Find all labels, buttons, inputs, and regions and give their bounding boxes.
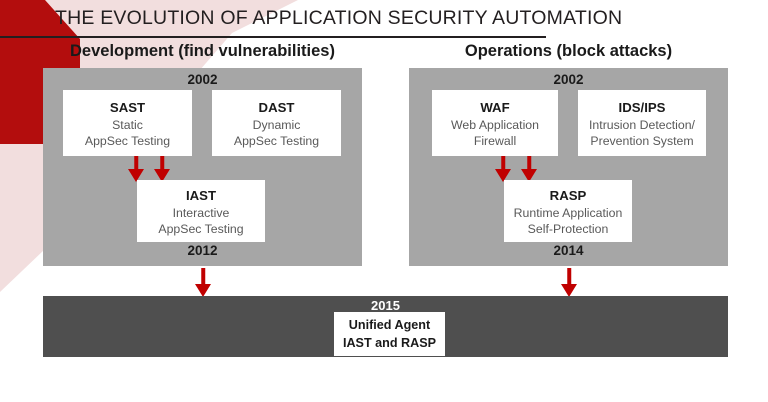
box-unified-agent[interactable]: Unified Agent IAST and RASP <box>334 312 445 356</box>
year-label-development-top: 2002 <box>187 72 218 87</box>
box-iast[interactable]: IAST Interactive AppSec Testing <box>137 180 265 242</box>
panel-operations: 2002 WAF Web Application Firewall IDS/IP… <box>409 68 728 266</box>
box-dast-line2: AppSec Testing <box>233 133 320 148</box>
box-sast-line1: Static <box>112 117 143 132</box>
box-waf[interactable]: WAF Web Application Firewall <box>432 90 558 156</box>
box-iast-line2: AppSec Testing <box>158 221 244 236</box>
box-ids-ips-acronym: IDS/IPS <box>618 99 666 115</box>
box-rasp-line1: Runtime Application <box>513 205 623 220</box>
arrow-sast-to-iast <box>127 156 145 182</box>
arrow-waf-to-rasp <box>494 156 512 182</box>
box-ids-ips[interactable]: IDS/IPS Intrusion Detection/ Prevention … <box>578 90 706 156</box>
panel-development: 2002 SAST Static AppSec Testing DAST Dyn… <box>43 68 362 266</box>
column-heading-operations: Operations (block attacks) <box>464 42 673 60</box>
arrow-dast-to-iast <box>153 156 171 182</box>
box-waf-line1: Web Application <box>451 117 539 132</box>
box-iast-line1: Interactive <box>172 205 230 220</box>
page-title: THE EVOLUTION OF APPLICATION SECURITY AU… <box>55 7 623 29</box>
box-unified-agent-line1: Unified Agent <box>348 318 431 332</box>
box-waf-line2: Firewall <box>473 133 517 148</box>
panel-unified: 2015 Unified Agent IAST and RASP <box>43 296 728 357</box>
box-unified-agent-line2: IAST and RASP <box>342 336 437 350</box>
year-label-development-bottom: 2012 <box>187 243 218 258</box>
arrow-operations-to-unified <box>560 268 578 298</box>
arrow-ids-ips-to-rasp <box>520 156 538 182</box>
box-sast[interactable]: SAST Static AppSec Testing <box>63 90 192 156</box>
box-rasp-line2: Self-Protection <box>527 221 609 236</box>
box-dast-line1: Dynamic <box>252 117 301 132</box>
box-dast-acronym: DAST <box>258 99 295 115</box>
title-block: THE EVOLUTION OF APPLICATION SECURITY AU… <box>0 3 622 38</box>
title-underline <box>0 36 546 38</box>
year-label-operations-bottom: 2014 <box>553 243 584 258</box>
year-label-unified: 2015 <box>371 298 400 313</box>
box-sast-line2: AppSec Testing <box>84 133 171 148</box>
box-ids-ips-line2: Prevention System <box>590 133 694 148</box>
box-waf-acronym: WAF <box>480 99 510 115</box>
box-ids-ips-line1: Intrusion Detection/ <box>589 117 695 132</box>
box-dast[interactable]: DAST Dynamic AppSec Testing <box>212 90 341 156</box>
column-heading-development: Development (find vulnerabilities) <box>70 42 335 60</box>
year-label-operations-top: 2002 <box>553 72 584 87</box>
box-sast-acronym: SAST <box>109 99 146 115</box>
box-rasp-acronym: RASP <box>549 187 587 203</box>
box-iast-acronym: IAST <box>185 187 217 203</box>
arrow-development-to-unified <box>194 268 212 298</box>
box-rasp[interactable]: RASP Runtime Application Self-Protection <box>504 180 632 242</box>
